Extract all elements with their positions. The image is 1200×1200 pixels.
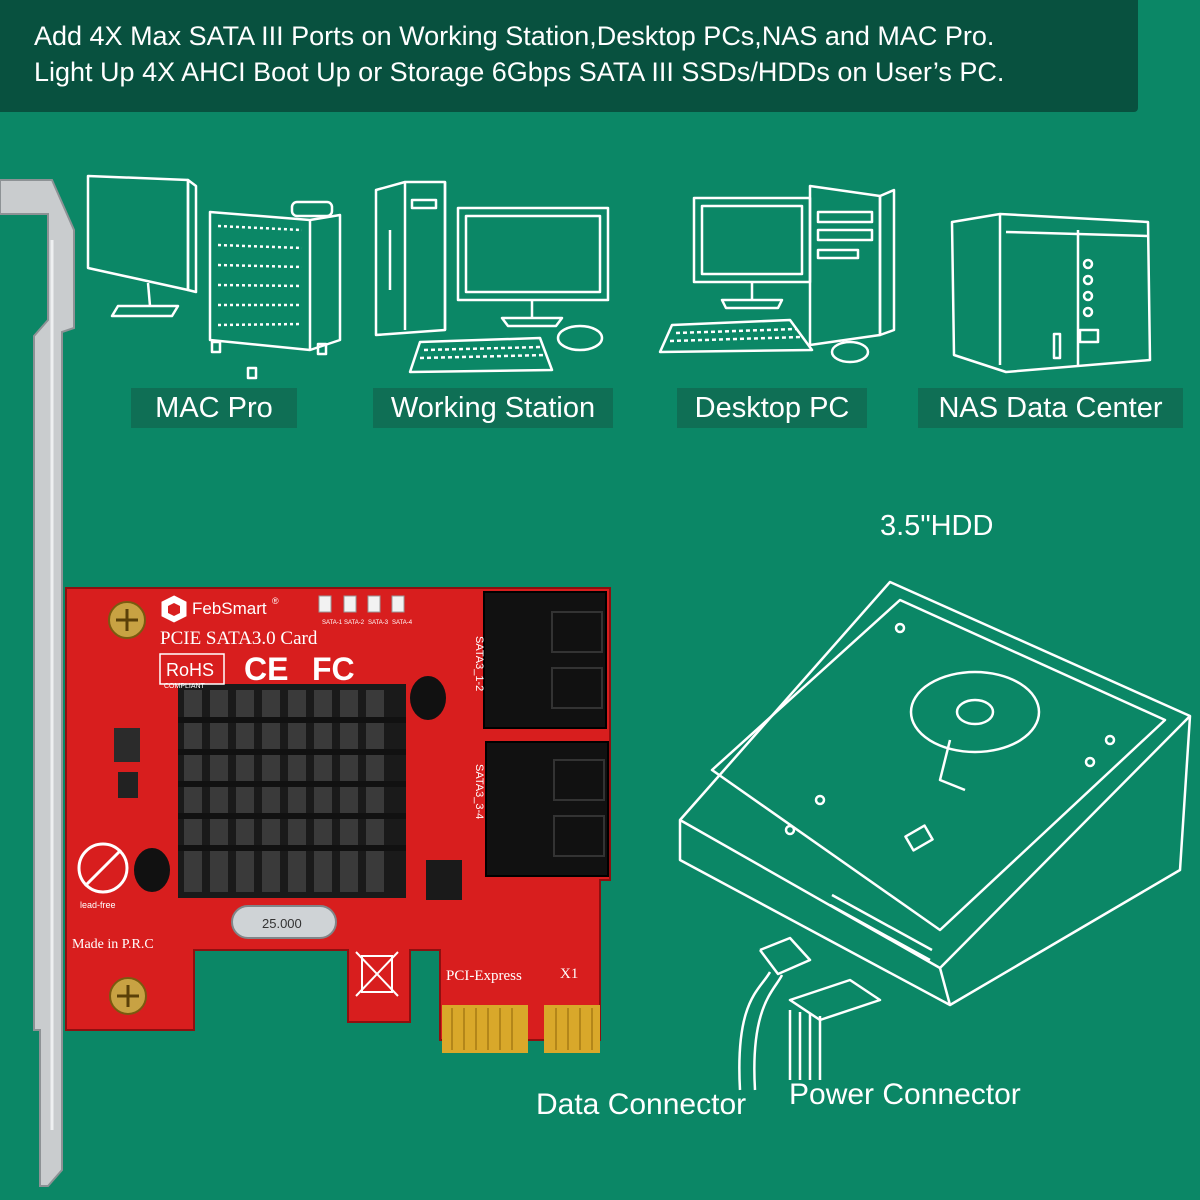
brand-name: FebSmart [192, 599, 267, 618]
power-connector-label: Power Connector [789, 1078, 1021, 1111]
device-label-mac-pro: MAC Pro [131, 388, 297, 428]
crystal-text: 25.000 [262, 916, 302, 931]
screw-top [108, 601, 146, 639]
card-model: PCIE SATA3.0 Card [160, 628, 318, 649]
bus-label: PCI-Express [446, 968, 522, 984]
heatsink [134, 676, 446, 898]
inductor [114, 728, 140, 762]
device-label-working-station: Working Station [373, 388, 613, 428]
banner-line-2: Light Up 4X AHCI Boot Up or Storage 6Gbp… [34, 57, 1005, 87]
rohs-text: RoHS [166, 660, 214, 680]
mac-pro-icon [86, 174, 342, 380]
led-label-2: SATA-2 [344, 620, 365, 626]
device-label-desktop-pc: Desktop PC [677, 388, 867, 428]
brand-registered: ® [272, 596, 279, 606]
fcc-mark: FC [312, 651, 355, 687]
rohs-compliant: COMPLIANT [164, 683, 206, 690]
workstation-icon [374, 180, 610, 374]
regulator-chip [118, 772, 138, 798]
banner-line-1: Add 4X Max SATA III Ports on Working Sta… [34, 21, 995, 51]
metal-bracket [0, 179, 75, 1187]
crystal-oscillator [231, 905, 337, 939]
led-label-4: SATA-4 [392, 620, 413, 626]
data-connector-label: Data Connector [536, 1088, 747, 1121]
rohs-box [159, 653, 225, 685]
sata-port-bottom [485, 741, 609, 877]
lead-free-text: lead-free [80, 900, 116, 910]
made-in-label: Made in P.R.C [72, 937, 154, 952]
hdd-title: 3.5"HDD [880, 510, 994, 542]
brand-logo-icon [161, 595, 187, 623]
port-label-top: SATA3_1-2 [473, 636, 485, 691]
weee-bin-icon [355, 951, 399, 997]
lane-label: X1 [560, 966, 578, 982]
led-label-1: SATA-1 [322, 620, 343, 626]
port-label-bottom: SATA3_3-4 [473, 764, 485, 819]
gold-fingers-right [544, 1005, 600, 1053]
gold-fingers-left [442, 1005, 528, 1053]
screw-bottom [109, 977, 147, 1015]
desktop-pc-icon [658, 184, 896, 364]
nas-icon [950, 212, 1152, 374]
eeprom-chip [426, 860, 462, 900]
lead-free-mark [77, 842, 129, 894]
led-label-3: SATA-3 [368, 620, 389, 626]
top-banner: Add 4X Max SATA III Ports on Working Sta… [0, 0, 1138, 112]
sata-port-top [483, 591, 607, 729]
ce-mark: CE [244, 651, 288, 687]
device-label-nas: NAS Data Center [918, 388, 1183, 428]
status-leds [318, 595, 405, 613]
